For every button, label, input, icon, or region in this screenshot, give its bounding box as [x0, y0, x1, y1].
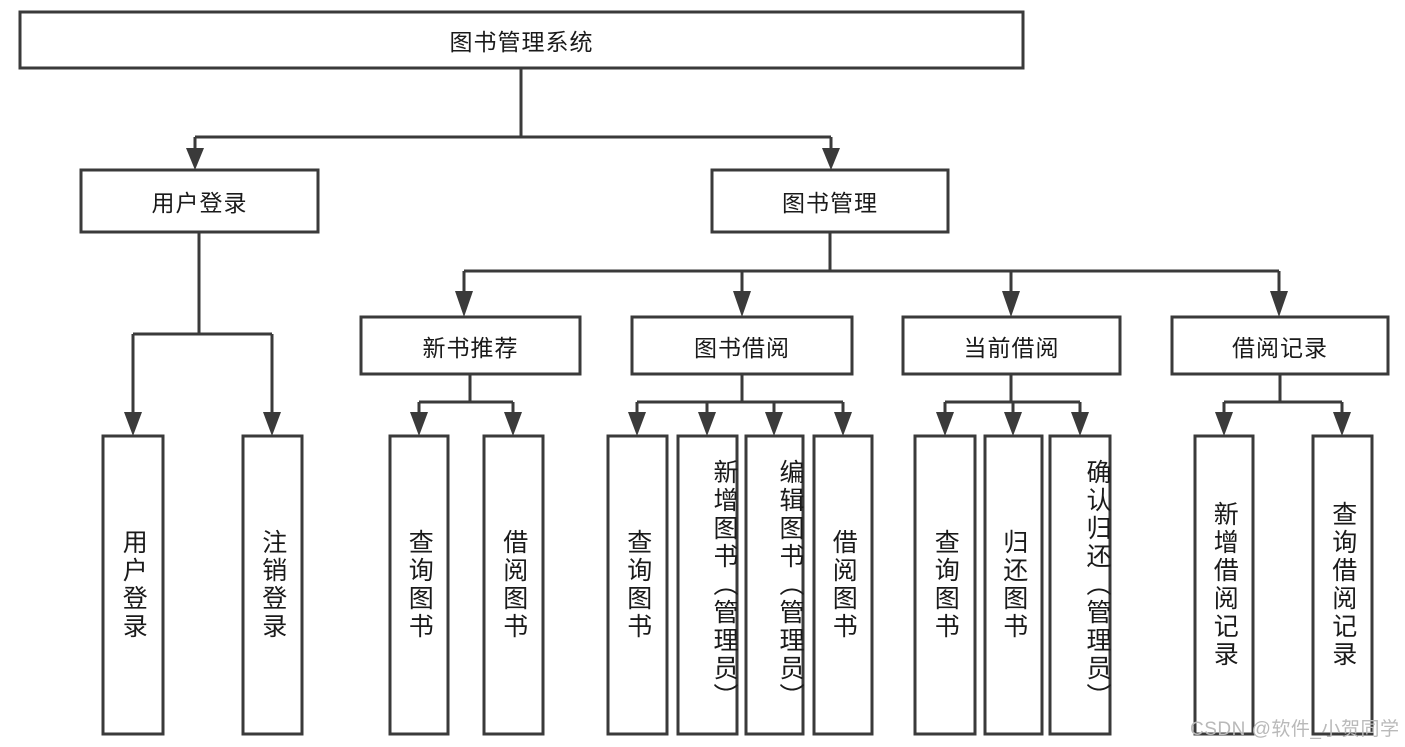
node-leaf-box[interactable] [241, 434, 304, 736]
arrowhead-borrow-record [1270, 291, 1288, 317]
arrowhead-leaf-edit-book [765, 412, 783, 436]
arrowhead-leaf-logout [263, 412, 281, 436]
node-new-book-box[interactable] [359, 315, 582, 376]
arrowhead-leaf-user-login [124, 412, 142, 436]
node-borrow-record-box[interactable] [1170, 315, 1390, 376]
node-current-borrow-box[interactable] [901, 315, 1122, 376]
node-leaf-box[interactable] [482, 434, 545, 736]
node-leaf-box[interactable] [1311, 434, 1374, 736]
arrowhead-current-borrow [1002, 291, 1020, 317]
watermark: CSDN @软件_小贺同学 [1190, 719, 1400, 740]
node-book-borrow-box[interactable] [630, 315, 854, 376]
node-book-manage-box[interactable] [710, 168, 950, 234]
arrowhead-new-book [455, 291, 473, 317]
arrowhead-leaf-query-book-2 [628, 412, 646, 436]
arrowhead-leaf-borrow-book-1 [504, 412, 522, 436]
connector-group [124, 68, 1351, 436]
node-leaf-box[interactable] [606, 434, 669, 736]
node-leaf-box[interactable] [913, 434, 977, 736]
node-leaf-box[interactable] [1048, 434, 1112, 736]
node-leaf-box[interactable] [744, 434, 805, 736]
arrowhead-book-manage [822, 148, 840, 170]
arrowhead-book-borrow [733, 291, 751, 317]
node-leaf-box[interactable] [1193, 434, 1255, 736]
node-root-box[interactable] [18, 10, 1025, 70]
arrowhead-leaf-confirm-return [1071, 412, 1089, 436]
node-leaf-box[interactable] [983, 434, 1044, 736]
arrowhead-leaf-query-record [1333, 412, 1351, 436]
node-box-group [18, 10, 1390, 736]
arrowhead-leaf-query-book-3 [936, 412, 954, 436]
node-user-login-box[interactable] [79, 168, 320, 234]
node-leaf-box[interactable] [388, 434, 450, 736]
node-leaf-box[interactable] [676, 434, 739, 736]
arrowhead-leaf-borrow-book-2 [834, 412, 852, 436]
arrowhead-leaf-return-book [1004, 412, 1022, 436]
arrowhead-user-login [186, 148, 204, 170]
arrowhead-leaf-query-book-1 [410, 412, 428, 436]
arrowhead-leaf-add-book [698, 412, 716, 436]
node-leaf-box[interactable] [101, 434, 165, 736]
node-leaf-box[interactable] [812, 434, 874, 736]
arrowhead-leaf-add-record [1215, 412, 1233, 436]
